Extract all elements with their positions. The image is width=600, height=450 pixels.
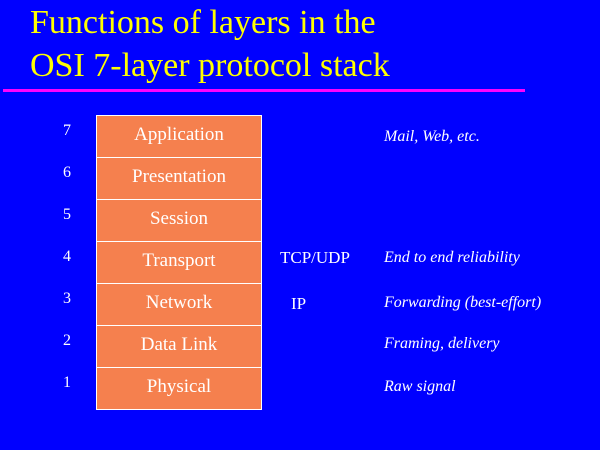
layer-session: Session: [97, 200, 261, 242]
layer-application: Application: [97, 116, 261, 158]
protocol-ip: IP: [291, 294, 307, 313]
layer-physical: Physical: [97, 368, 261, 410]
layer-number: 1: [63, 374, 71, 391]
layer-number: 6: [63, 164, 71, 181]
layer-transport: Transport: [97, 242, 261, 284]
layer-data-link: Data Link: [97, 326, 261, 368]
protocol-tcp-udp: TCP/UDP: [280, 248, 350, 267]
function-transport: End to end reliability: [384, 249, 520, 266]
layer-number: 3: [63, 290, 71, 307]
function-network: Forwarding (best-effort): [384, 294, 542, 311]
layer-number: 7: [63, 122, 71, 139]
osi-stack: Application Presentation Session Transpo…: [96, 115, 262, 410]
function-physical: Raw signal: [384, 378, 456, 395]
layer-number: 5: [63, 206, 71, 223]
slide-title-line-2: OSI 7-layer protocol stack: [30, 47, 390, 84]
layer-number: 2: [63, 332, 71, 349]
slide-title-line-1: Functions of layers in the: [30, 4, 376, 41]
layer-presentation: Presentation: [97, 158, 261, 200]
function-data-link: Framing, delivery: [384, 335, 500, 352]
function-application: Mail, Web, etc.: [384, 128, 480, 145]
title-divider: [3, 89, 525, 92]
layer-number: 4: [63, 248, 71, 265]
layer-network: Network: [97, 284, 261, 326]
